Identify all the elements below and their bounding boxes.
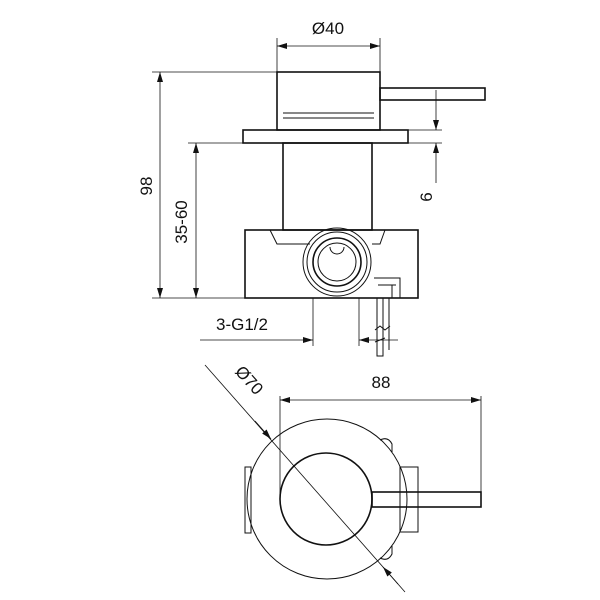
housing-right-edge [399, 466, 419, 533]
dimension-lines: Ø40 98 35-60 6 3-G1/2 [137, 19, 442, 346]
pipe-connection [302, 227, 372, 297]
dim-plate-diameter: Ø70 [231, 362, 267, 399]
lever-top [371, 491, 482, 508]
dim-total-height: 98 [137, 177, 156, 196]
lever [379, 87, 486, 101]
side-view [242, 71, 486, 357]
escutcheon-plate [242, 129, 409, 144]
cartridge-body [282, 142, 373, 231]
dim-wall-depth: 35-60 [172, 200, 191, 243]
handle-top [279, 452, 373, 546]
valve-housing [244, 229, 419, 299]
escutcheon-plate-top [246, 418, 408, 580]
top-view: 88 Ø70 [204, 362, 482, 593]
housing-left-edge [244, 466, 252, 534]
dim-handle-reach: 88 [372, 373, 391, 392]
dim-body-diameter: Ø40 [312, 19, 344, 38]
dim-connections: 3-G1/2 [216, 315, 268, 334]
dim-plate-thickness: 6 [417, 192, 436, 201]
handle-body [276, 71, 381, 131]
